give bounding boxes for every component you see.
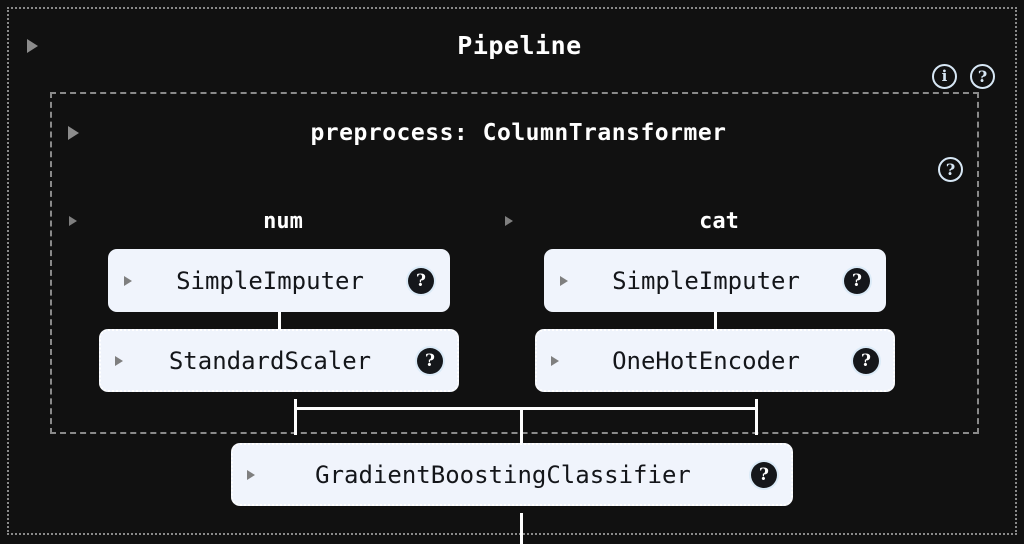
- column-transformer-container[interactable]: preprocess: ColumnTransformer ? num Simp…: [50, 92, 979, 434]
- column-transformer-doc-icons: ?: [938, 157, 963, 182]
- info-icon[interactable]: i: [932, 64, 957, 89]
- connector-final-drop: [520, 407, 523, 451]
- triangle-right-icon[interactable]: [247, 469, 255, 480]
- pipeline-header[interactable]: Pipeline: [27, 31, 1001, 60]
- triangle-right-icon[interactable]: [115, 355, 123, 366]
- final-estimator-wrap: GradientBoostingClassifier ?: [9, 443, 1015, 506]
- column-group-num: num SimpleImputer ? StandardScaler ?: [69, 206, 489, 392]
- connector-cat-drop: [755, 399, 758, 435]
- pipeline-container[interactable]: Pipeline i ? preprocess: ColumnTransform…: [7, 7, 1017, 544]
- estimator-label: SimpleImputer: [176, 266, 364, 295]
- help-icon[interactable]: ?: [417, 347, 443, 374]
- help-icon[interactable]: ?: [408, 267, 434, 294]
- estimator-label: OneHotEncoder: [612, 346, 800, 375]
- help-icon[interactable]: ?: [751, 461, 777, 488]
- triangle-right-icon[interactable]: [27, 38, 38, 53]
- column-title-num: num: [263, 208, 303, 234]
- help-icon[interactable]: ?: [844, 267, 870, 294]
- column-header-num[interactable]: num: [69, 206, 489, 236]
- triangle-right-icon[interactable]: [124, 275, 132, 286]
- connector-join-bar: [294, 407, 758, 410]
- page-title: Pipeline: [457, 31, 582, 60]
- connector-num-drop: [294, 399, 297, 435]
- estimator-box-simpleimputer-num[interactable]: SimpleImputer ?: [108, 249, 450, 312]
- estimator-label: SimpleImputer: [612, 266, 800, 295]
- help-icon[interactable]: ?: [853, 347, 879, 374]
- estimator-label: StandardScaler: [168, 346, 372, 375]
- triangle-right-icon[interactable]: [560, 275, 568, 286]
- pipeline-doc-icons: i ?: [932, 64, 995, 89]
- triangle-right-icon[interactable]: [505, 216, 513, 226]
- estimator-box-gradientboostingclassifier[interactable]: GradientBoostingClassifier ?: [231, 443, 793, 506]
- estimator-label: GradientBoostingClassifier: [315, 460, 691, 489]
- connector-vertical: [505, 312, 925, 329]
- estimator-stack-cat: SimpleImputer ? OneHotEncoder ?: [505, 249, 925, 392]
- triangle-right-icon[interactable]: [68, 126, 79, 140]
- connector-output: [520, 513, 523, 544]
- help-icon[interactable]: ?: [970, 64, 995, 89]
- column-header-cat[interactable]: cat: [505, 206, 925, 236]
- column-transformer-title: preprocess: ColumnTransformer: [310, 120, 727, 146]
- triangle-right-icon[interactable]: [551, 355, 559, 366]
- triangle-right-icon[interactable]: [69, 216, 77, 226]
- estimator-box-simpleimputer-cat[interactable]: SimpleImputer ?: [544, 249, 886, 312]
- connector-vertical: [69, 312, 489, 329]
- estimator-box-standardscaler[interactable]: StandardScaler ?: [99, 329, 459, 392]
- column-group-cat: cat SimpleImputer ? OneHotEncoder ?: [505, 206, 925, 392]
- column-title-cat: cat: [699, 208, 739, 234]
- estimator-box-onehotencoder[interactable]: OneHotEncoder ?: [535, 329, 895, 392]
- column-transformer-header[interactable]: preprocess: ColumnTransformer: [68, 120, 958, 146]
- help-icon[interactable]: ?: [938, 157, 963, 182]
- estimator-stack-num: SimpleImputer ? StandardScaler ?: [69, 249, 489, 392]
